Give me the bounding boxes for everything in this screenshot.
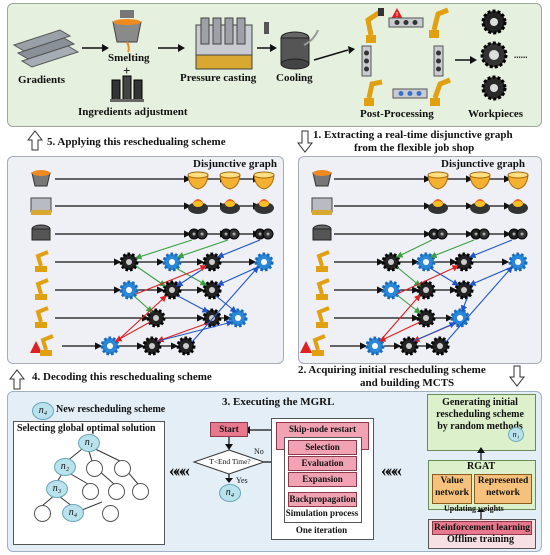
step-2-label: 2. Acquiring initial rescheduling scheme bbox=[298, 364, 486, 376]
selection-box: Selection bbox=[288, 440, 357, 455]
tree-node-empty bbox=[34, 505, 51, 522]
tree-node-empty bbox=[82, 483, 99, 500]
cooling-label: Cooling bbox=[276, 72, 313, 84]
workpiece-gear-icon-1 bbox=[481, 9, 507, 35]
conveyor-icon-2 bbox=[392, 88, 428, 99]
conveyor-vertical-icon bbox=[433, 45, 444, 77]
tree-node-empty bbox=[114, 460, 131, 477]
select-global-label: Selecting global optimal solution bbox=[17, 423, 156, 434]
more-dots: ...... bbox=[514, 50, 528, 60]
simulation-label: Simulation process bbox=[285, 508, 359, 518]
tree-node-n4: n₄ bbox=[62, 504, 84, 522]
ingredient-bottles-icon bbox=[110, 75, 144, 102]
chevrons-left: ««« bbox=[169, 460, 190, 480]
new-scheme-node: n₄ bbox=[32, 402, 54, 420]
tree-node-empty bbox=[108, 483, 125, 500]
pressure-casting-label: Pressure casting bbox=[180, 72, 257, 84]
post-processing-label: Post-Processing bbox=[360, 108, 434, 120]
reinforcement-box: Reinforcement learning bbox=[432, 521, 532, 535]
warning-icon: ! bbox=[391, 8, 403, 20]
expansion-box: Expansion bbox=[288, 472, 357, 487]
steel-bars-icon bbox=[12, 29, 80, 68]
svg-text:!: ! bbox=[396, 11, 398, 20]
robot-arm-icon-2 bbox=[429, 7, 449, 38]
plus-label: + bbox=[123, 63, 131, 78]
tree-node-n2: n₂ bbox=[54, 458, 76, 476]
tree-node-empty bbox=[102, 505, 119, 522]
tree-node-n1: n₁ bbox=[78, 434, 100, 452]
result-node-n4: n₄ bbox=[219, 484, 241, 502]
conveyor-icon-1 bbox=[388, 17, 424, 28]
generating-label: Generating initial rescheduling scheme b… bbox=[436, 397, 524, 432]
workpieces-label: Workpieces bbox=[468, 108, 523, 120]
evaluation-box: Evaluation bbox=[288, 456, 357, 471]
tree-node-n3: n₃ bbox=[46, 480, 68, 498]
updating-label: Updating weights bbox=[444, 504, 504, 513]
decision-label: T<End Time? bbox=[209, 457, 251, 466]
start-box: Start bbox=[210, 422, 248, 437]
workpiece-gear-icon-3 bbox=[481, 75, 507, 101]
decision-no: No bbox=[254, 447, 264, 456]
step-1-label: 1. Extracting a real-time disjunctive gr… bbox=[313, 129, 513, 141]
robot-arm-icon-4 bbox=[430, 77, 451, 106]
smelting-label: Smelting bbox=[108, 52, 150, 64]
disjunctive-graph-left bbox=[7, 156, 284, 364]
right-row-lines bbox=[330, 175, 512, 350]
step-4-label: 4. Decoding this reschedualing scheme bbox=[32, 371, 212, 383]
process-panel bbox=[7, 3, 542, 127]
new-scheme-label: New rescheduling scheme bbox=[56, 404, 166, 415]
disjunctive-left-title: Disjunctive graph bbox=[193, 158, 278, 170]
step-2b-label: and building MCTS bbox=[360, 377, 455, 389]
value-network-box: Value network bbox=[432, 474, 472, 504]
workpiece-gear-icon-2 bbox=[480, 41, 508, 69]
chevrons-right: ««« bbox=[381, 460, 402, 480]
cooling-tank-icon bbox=[264, 22, 319, 70]
gradients-label: Gradients bbox=[18, 74, 66, 86]
robot-arm-icon-1 bbox=[365, 8, 384, 43]
rgat-label: RGAT bbox=[467, 461, 496, 472]
decision-yes: Yes bbox=[236, 476, 248, 485]
one-iteration-label: One iteration bbox=[295, 525, 348, 535]
offline-label: Offline training bbox=[447, 534, 514, 545]
backpropagation-box: Backpropagation bbox=[288, 492, 357, 507]
step-5-label: 5. Applying this reschedualing scheme bbox=[47, 136, 226, 148]
represented-network-box: Represented network bbox=[474, 474, 532, 504]
tree-node-empty bbox=[86, 460, 103, 477]
robot-arm-icon-3 bbox=[364, 79, 383, 106]
conveyor-vertical-icon-2 bbox=[361, 45, 372, 77]
left-disjunctive-edges bbox=[115, 239, 261, 343]
tree-node-empty bbox=[132, 483, 149, 500]
ingredients-label: Ingredients adjustment bbox=[78, 106, 188, 118]
pressure-casting-icon bbox=[195, 17, 253, 70]
step-3-label: 3. Executing the MGRL bbox=[222, 396, 335, 408]
step-1b-label: from the flexible job shop bbox=[354, 142, 475, 154]
smelting-ladle-icon bbox=[112, 10, 142, 53]
generated-node-n1: n₁ bbox=[508, 427, 524, 442]
disjunctive-right-title: Disjunctive graph bbox=[441, 158, 526, 170]
right-disjunctive-edges bbox=[379, 239, 513, 343]
